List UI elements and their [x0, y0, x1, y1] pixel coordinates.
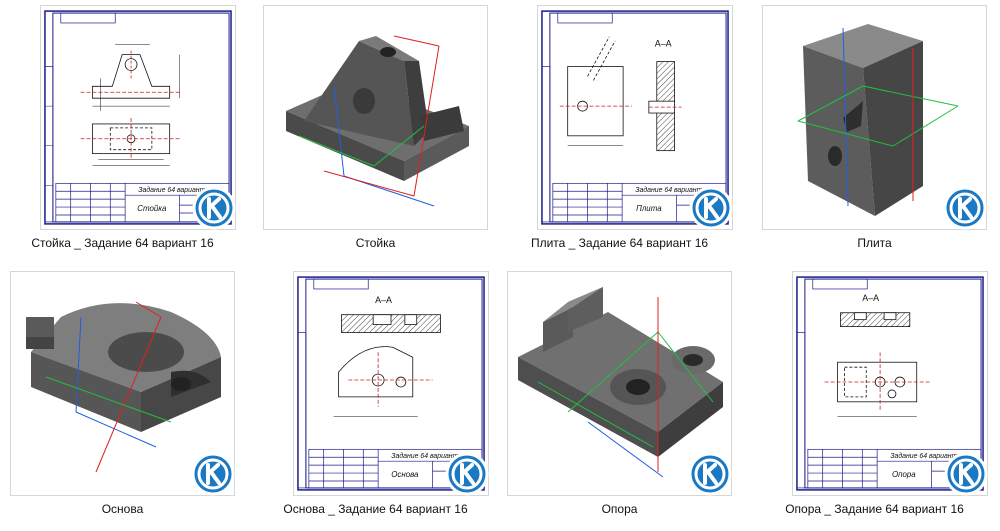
drawing-preview: А–А: [793, 273, 987, 494]
file-tile[interactable]: Стойка: [253, 0, 503, 265]
section-label: А–А: [862, 293, 879, 303]
title-block-text: Задание 64 вариант 16: [138, 186, 215, 194]
kompas-k-icon: [191, 452, 235, 496]
kompas-k-icon: [943, 186, 987, 230]
file-tile[interactable]: Опора: [497, 266, 747, 531]
thumbnail[interactable]: А–А Задание 64 вариант 16 Плита: [537, 5, 733, 230]
file-name[interactable]: Основа: [101, 502, 144, 516]
part-name: Плита: [636, 204, 662, 213]
title-block-text: Задание 64 вариант 16: [391, 452, 468, 460]
thumbnail[interactable]: [263, 5, 488, 230]
part-name: Стойка: [137, 204, 167, 213]
file-name[interactable]: Опора: [601, 502, 638, 516]
model-preview: [763, 6, 986, 229]
thumbnail[interactable]: А–А: [792, 271, 988, 496]
file-name[interactable]: Плита: [857, 236, 892, 250]
file-name[interactable]: Плита _ Задание 64 вариант 16: [530, 236, 709, 250]
drawing-preview: А–А: [294, 273, 488, 494]
file-tile[interactable]: Основа: [0, 266, 250, 531]
thumbnail[interactable]: А–А: [293, 271, 489, 496]
title-block-text: Задание 64 вариант 16: [635, 186, 712, 194]
model-preview: [264, 6, 487, 229]
model-preview: [508, 272, 731, 495]
title-block-text: Задание 64 вариант 16: [890, 452, 967, 460]
thumbnail[interactable]: Задание 64 вариант 16 Стойка: [40, 5, 236, 230]
thumbnail[interactable]: [507, 271, 732, 496]
drawing-preview: Задание 64 вариант 16 Стойка: [41, 7, 235, 228]
section-label: А–А: [655, 39, 672, 49]
file-tile[interactable]: А–А: [253, 266, 503, 531]
kompas-k-icon: [445, 452, 489, 496]
file-name[interactable]: Основа _ Задание 64 вариант 16: [283, 502, 468, 516]
thumbnail[interactable]: [762, 5, 987, 230]
file-tile[interactable]: Задание 64 вариант 16 Стойка Стойка _ За…: [0, 0, 250, 265]
file-name[interactable]: Опора _ Задание 64 вариант 16: [785, 502, 964, 516]
thumbnail[interactable]: [10, 271, 235, 496]
file-tile[interactable]: А–А: [752, 266, 1000, 531]
kompas-k-icon: [192, 186, 236, 230]
kompas-k-icon: [688, 452, 732, 496]
kompas-k-icon: [944, 452, 988, 496]
kompas-k-icon: [689, 186, 733, 230]
file-name[interactable]: Стойка: [355, 236, 396, 250]
part-name: Опора: [892, 470, 916, 479]
section-label: А–А: [375, 295, 392, 305]
part-name: Основа: [391, 470, 419, 479]
file-tile[interactable]: А–А Задание 64 вариант 16 Плита: [497, 0, 747, 265]
file-tile[interactable]: Плита: [752, 0, 1000, 265]
model-preview: [11, 272, 234, 495]
file-name[interactable]: Стойка _ Задание 64 вариант 16: [31, 236, 214, 250]
